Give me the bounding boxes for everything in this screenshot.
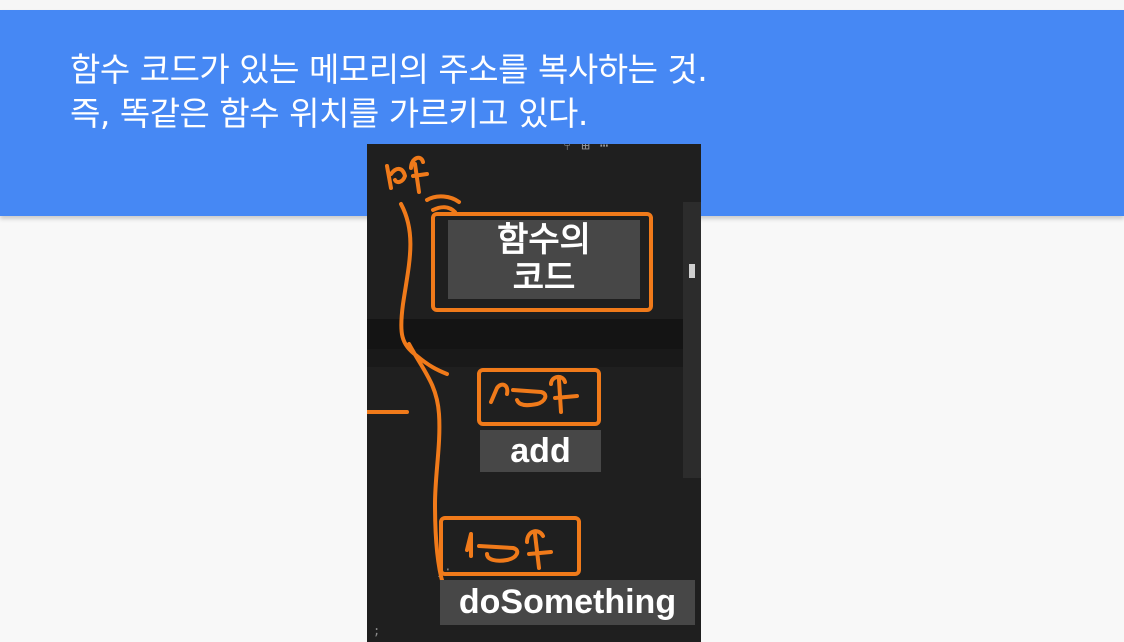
dosomething-ref-box bbox=[439, 516, 581, 576]
caption-line-1: 함수 코드가 있는 메모리의 주소를 복사하는 것. bbox=[70, 50, 708, 89]
code-glyph: ; bbox=[373, 624, 381, 638]
handwritten-annotations bbox=[367, 155, 653, 586]
dosomething-ref-scribble bbox=[465, 529, 553, 570]
editor-band-lower bbox=[367, 349, 701, 367]
function-code-label-line-2: 코드 bbox=[512, 259, 576, 297]
editor-band bbox=[367, 319, 701, 349]
slide-caption: 함수 코드가 있는 메모리의 주소를 복사하는 것. 즉, 똑같은 함수 위치를… bbox=[70, 48, 708, 136]
code-screenshot: ⑂⊞⋯ }: ; 함수의 코드 add doSomething bbox=[367, 144, 701, 642]
add-label: add bbox=[480, 430, 601, 472]
add-ref-box bbox=[477, 368, 601, 426]
top-edge bbox=[0, 0, 1124, 10]
ref-trail-top bbox=[425, 194, 461, 214]
minimap-panel bbox=[683, 202, 701, 478]
caption-line-2: 즉, 똑같은 함수 위치를 가르키고 있다. bbox=[70, 94, 588, 133]
minimap-marker bbox=[689, 264, 695, 278]
function-code-label-line-1: 함수의 bbox=[497, 221, 591, 259]
editor-toolbar-icons: ⑂⊞⋯ bbox=[563, 144, 619, 154]
function-code-box bbox=[431, 212, 653, 312]
reference-line bbox=[367, 202, 449, 586]
dosomething-label: doSomething bbox=[440, 580, 695, 625]
function-code-label: 함수의 코드 bbox=[448, 220, 640, 299]
ref-scribble-top bbox=[385, 155, 429, 194]
add-ref-scribble bbox=[489, 375, 579, 414]
